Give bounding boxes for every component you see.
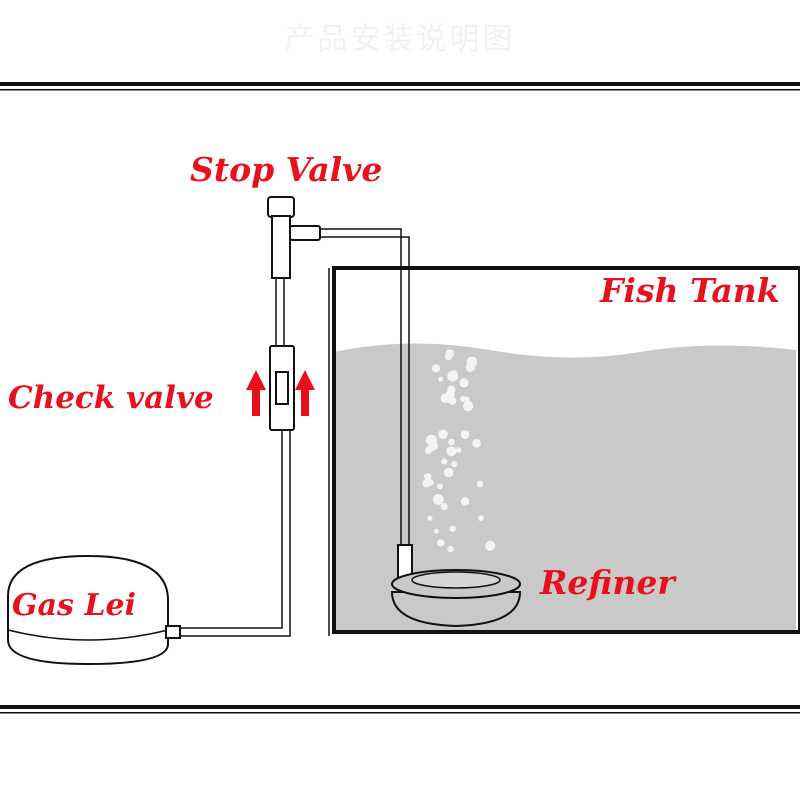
air-bubble (438, 429, 448, 440)
arrow-up-left (246, 370, 266, 416)
tank-water (334, 343, 796, 632)
air-bubble (460, 497, 470, 506)
gas-pump-nozzle (165, 625, 181, 639)
air-bubble (431, 364, 440, 373)
air-bubble (463, 401, 474, 412)
refiner-base (390, 591, 522, 628)
stop-valve-outlet (289, 225, 321, 241)
air-bubble (443, 467, 454, 478)
air-bubble (448, 438, 455, 446)
tube-pump-to-riser-inner (178, 428, 291, 637)
air-bubble (432, 494, 444, 505)
stop-valve-cap (267, 196, 295, 218)
check-valve-core (275, 371, 289, 405)
air-bubble (472, 439, 481, 448)
bottom-rule (0, 705, 800, 709)
check-valve-label: Check valve (8, 380, 214, 416)
air-bubbles (422, 349, 496, 553)
flow-arrows (246, 370, 315, 416)
air-bubble (451, 461, 458, 468)
air-bubble (425, 446, 433, 454)
top-rule (0, 82, 800, 86)
fish-tank (328, 266, 800, 636)
refiner-stone (390, 544, 522, 628)
tank-frame (332, 266, 800, 634)
gas-pump-base-line (7, 629, 169, 641)
air-bubble (478, 515, 484, 521)
refiner-label: Refiner (540, 563, 675, 602)
top-rule-thin (0, 89, 800, 91)
air-bubble (485, 540, 496, 551)
air-bubble (427, 515, 433, 521)
air-bubble (450, 370, 458, 378)
gas-pump-label: Gas Lei (12, 588, 136, 623)
air-bubble (460, 430, 470, 439)
air-tubing (178, 228, 410, 637)
air-bubble (440, 393, 451, 403)
air-bubble (447, 545, 454, 553)
stop-valve (267, 196, 321, 279)
air-bubble (468, 364, 476, 372)
tube-stop-to-refiner-inner (318, 236, 410, 548)
diagram-title: 产品安装说明图 (284, 22, 516, 57)
air-bubble (445, 349, 455, 358)
air-bubble (449, 525, 456, 532)
arrow-up-right (295, 370, 315, 416)
air-bubble (440, 503, 448, 511)
air-bubble (427, 479, 434, 486)
air-bubble (459, 378, 469, 388)
tube-stop-to-refiner (318, 228, 402, 548)
bottom-rule-thin (0, 712, 800, 714)
air-bubble (424, 473, 432, 481)
refiner-top-inner (411, 571, 501, 589)
air-bubble (446, 446, 457, 457)
air-bubble (463, 396, 470, 403)
air-bubble (437, 483, 443, 490)
gas-pump (7, 554, 181, 666)
air-bubble (438, 376, 444, 382)
air-bubble (441, 458, 448, 465)
stop-valve-body (271, 215, 291, 279)
air-bubble (466, 356, 478, 368)
air-bubble (436, 539, 445, 547)
stop-valve-label: Stop Valve (190, 150, 383, 189)
tube-pump-to-riser (178, 428, 283, 629)
air-bubble (476, 480, 484, 488)
air-bubble (455, 447, 462, 453)
fish-tank-label: Fish Tank (600, 271, 780, 310)
check-valve (269, 345, 295, 431)
air-bubble (433, 528, 439, 534)
